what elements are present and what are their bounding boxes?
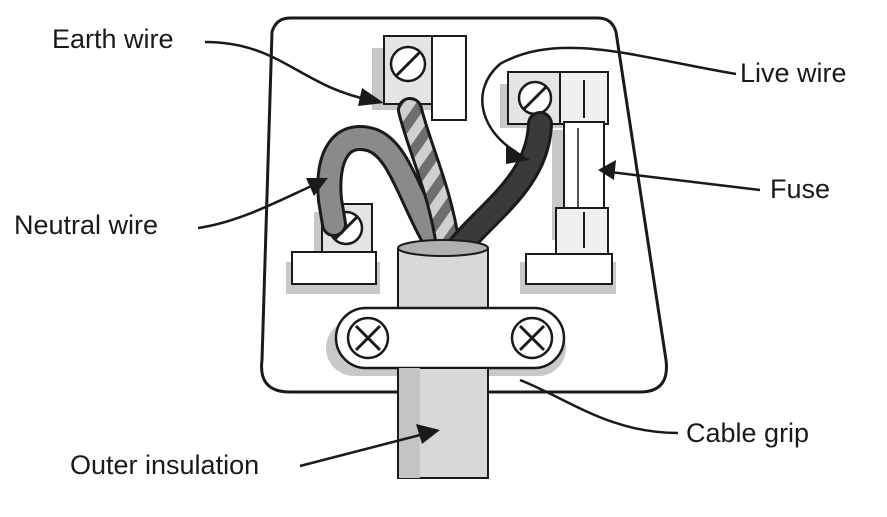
outer-cable bbox=[397, 367, 489, 479]
live-leader bbox=[481, 46, 737, 154]
cable-sheath bbox=[397, 239, 489, 311]
earth-wire-label: Earth wire bbox=[52, 24, 174, 54]
leader-lines bbox=[197, 40, 761, 468]
fuse-lower-clip bbox=[520, 207, 616, 294]
cable-grip-leader bbox=[519, 378, 679, 435]
neutral-wire-label: Neutral wire bbox=[14, 210, 159, 240]
fuse-label: Fuse bbox=[770, 174, 831, 204]
cable-grip-label: Cable grip bbox=[686, 418, 810, 448]
live-wire-label: Live wire bbox=[740, 58, 847, 88]
insulation-leader bbox=[299, 432, 425, 468]
leader-arrowheads bbox=[306, 88, 616, 444]
cable-grip bbox=[326, 306, 566, 376]
fuse-leader bbox=[609, 170, 761, 192]
neutral-leader bbox=[197, 182, 317, 230]
outer-insulation-label: Outer insulation bbox=[70, 450, 260, 480]
earth-leader bbox=[204, 40, 371, 102]
live-terminal bbox=[500, 71, 609, 128]
